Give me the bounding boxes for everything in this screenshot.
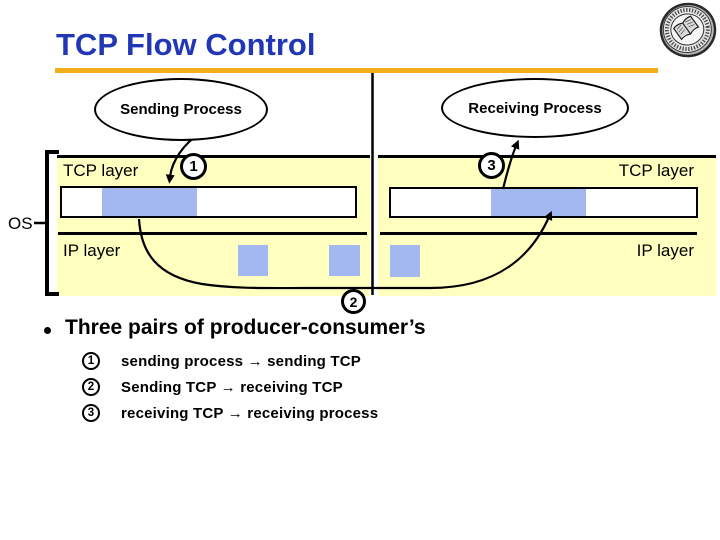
receiver-protocol-stack: TCP layer IP layer [378,155,716,296]
marker-1-badge: 1 [180,153,207,180]
sender-tcp-layer-label: TCP layer [63,161,139,180]
list-item-1: 1 sending process → sending TCP [82,352,361,370]
receiver-ip-packet-1 [390,245,420,277]
receiver-layer-separator [380,232,697,235]
list-item-2-text: Sending TCP → receiving TCP [121,378,343,396]
bullet-dot [44,327,51,334]
list-item-1-number: 1 [82,352,100,370]
sender-protocol-stack: TCP layer IP layer [57,155,370,296]
sender-layer-separator [58,232,367,235]
title-underline [55,68,658,73]
list-item-2: 2 Sending TCP → receiving TCP [82,378,343,396]
list-item-3: 3 receiving TCP → receiving process [82,404,378,422]
sending-process-oval: Sending Process [94,78,268,141]
receiving-process-label: Receiving Process [468,99,602,117]
sender-tcp-buffer [60,186,357,218]
sender-buffered-data-segment [102,188,197,216]
list-item-2-number: 2 [82,378,100,396]
os-label: OS [8,214,33,233]
sender-ip-packet-2 [329,245,360,276]
list-item-1-text: sending process → sending TCP [121,352,362,370]
marker-3-badge: 3 [478,152,505,179]
receiver-tcp-buffer [389,187,698,218]
receiving-process-oval: Receiving Process [441,78,629,138]
receiver-buffered-data-segment [491,189,586,216]
list-item-3-text: receiving TCP → receiving process [121,404,379,422]
marker-2-badge: 2 [341,289,366,314]
sender-ip-packet-1 [238,245,268,276]
receiver-tcp-layer-label: TCP layer [618,161,694,180]
sender-ip-layer-label: IP layer [63,241,121,260]
receiver-ip-layer-label: IP layer [636,241,694,260]
page-title: TCP Flow Control [56,27,316,62]
university-seal-icon [659,2,717,58]
bullet-heading: Three pairs of producer-consumer’s [65,316,426,339]
sending-process-label: Sending Process [120,101,242,118]
list-item-3-number: 3 [82,404,100,422]
